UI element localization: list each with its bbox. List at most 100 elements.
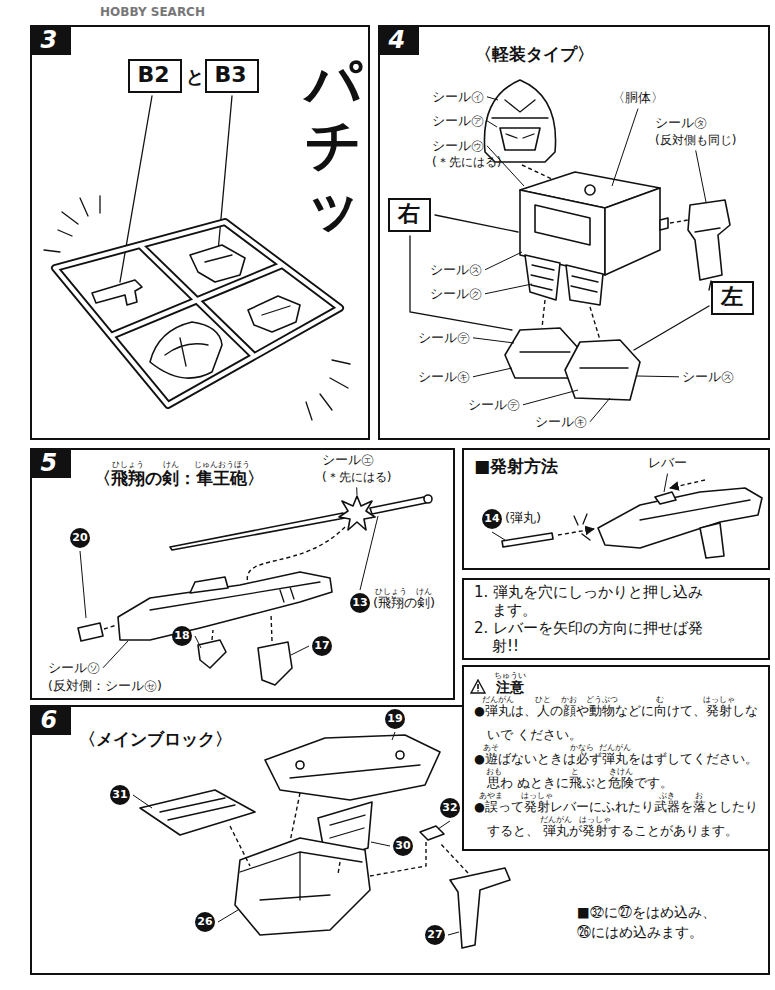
leader-line: [80, 551, 86, 618]
assembly-guide: [338, 862, 340, 874]
leader-line: [487, 97, 498, 100]
head-detail: [492, 100, 548, 118]
sound-effect: パチッ: [305, 52, 361, 237]
peg-part: [420, 826, 444, 840]
leader-line: [392, 732, 395, 740]
arm-peg: [660, 218, 668, 230]
leader-line: [523, 390, 578, 405]
gun-sight: [190, 577, 228, 593]
sticker-label: シール㋓: [322, 452, 374, 468]
step-number: 6: [30, 705, 72, 735]
leader-line: [487, 121, 497, 127]
sticker-label: シール㋜: [682, 369, 734, 385]
direction-arrow: [558, 529, 594, 535]
fin-detail: [330, 815, 365, 838]
snap-burst: [574, 514, 590, 540]
callout-number: 32: [440, 798, 460, 818]
bracket-line: [634, 281, 711, 350]
section-heading: 〈軽装タイプ〉: [475, 44, 594, 65]
box-label: 右: [398, 202, 420, 226]
ruby-text: ひしょう: [375, 588, 407, 596]
ruby-text: じゅんおうほう: [194, 461, 250, 469]
sticker-label: シール㋖: [418, 369, 470, 385]
leader-line: [696, 150, 706, 202]
arm-part: [688, 200, 730, 280]
callout-number: 30: [393, 836, 413, 856]
weapon-illustration: [78, 495, 432, 685]
leader-line: [218, 910, 238, 922]
leader-line: [637, 376, 679, 378]
caution-box: 注意●弾丸は、人の顔や動物などに向けて、発射しないで ください。●遊ばないときは…: [462, 665, 770, 851]
leader-line: [485, 252, 522, 270]
leader-line: [448, 932, 459, 935]
card-part: [140, 790, 255, 835]
gun-grip: [700, 523, 724, 558]
skirt-hatch: [531, 265, 598, 292]
assembly-step-panel: 5〈飛翔の剣：隼王砲〉: [30, 448, 455, 700]
leader-line: [473, 338, 514, 343]
leader-line: [612, 109, 638, 186]
caution-text: ●弾丸は、人の顔や動物などに向けて、発射しないで ください。: [474, 699, 760, 747]
leader-line: [356, 487, 357, 495]
leader-line: [371, 842, 390, 846]
part-name: レバー: [648, 455, 687, 471]
leader-line: [664, 474, 668, 492]
callout-number: 19: [385, 709, 405, 729]
foot-detail: [580, 367, 628, 368]
caution-text: ●誤って発射レバーにふれたり武器を落としたりすると、 弾丸が発射することがありま…: [474, 795, 760, 843]
side-marker-box: 左: [711, 281, 754, 315]
bullet-part: [502, 533, 553, 547]
assembly-guide: [104, 625, 117, 629]
assembly-step-panel: 3B2B3: [30, 25, 370, 440]
callout-number: 27: [425, 925, 445, 945]
sword-grip: [370, 497, 426, 514]
arm-detail: [695, 228, 720, 232]
leader-line: [492, 532, 505, 540]
caution-heading: 注意: [496, 675, 760, 699]
gun-body: [118, 572, 332, 640]
watermark: HOBBY SEARCH: [100, 5, 205, 19]
leader-line: [485, 284, 532, 294]
eye-detail: [506, 134, 534, 138]
callout-number: 31: [110, 785, 130, 805]
plate-detail: [290, 765, 420, 778]
plate-hole: [396, 751, 404, 759]
sticker-label: シール㋒: [432, 138, 484, 154]
sticker-label: シール㋜: [430, 262, 482, 278]
leader-line: [473, 368, 512, 377]
face-part: [500, 128, 540, 150]
callout-number: 26: [195, 912, 215, 932]
plate-part: [265, 735, 440, 800]
runner-illustration: [44, 96, 350, 420]
section-heading: ■発射方法: [474, 456, 558, 477]
warning-symbol: [470, 679, 486, 694]
bracket-line: [410, 236, 512, 330]
kit-part: [248, 296, 300, 332]
sticker-label: シール㋟: [655, 115, 707, 131]
kit-part: [92, 280, 142, 305]
ruby-text: けん: [163, 461, 179, 469]
part-detail: [205, 255, 232, 262]
part-code-box: B2: [128, 59, 182, 93]
sticker-label: シール㋢: [418, 330, 470, 346]
section-heading: 〈飛翔の剣：隼王砲〉: [94, 468, 264, 489]
sticker-label: シール㋖: [535, 414, 587, 430]
sticker-label: シール㋗: [430, 286, 482, 302]
chest-panel: [535, 205, 590, 245]
sticker-note: (＊先にはる): [432, 155, 501, 169]
callout-number: 20: [70, 528, 90, 548]
runner-frame-inner: [55, 222, 340, 405]
warning-triangle: [471, 680, 485, 693]
part-detail: [262, 306, 290, 315]
gun-detail: [150, 582, 320, 610]
ruby-text: けん: [416, 588, 432, 596]
base-part: [235, 838, 370, 935]
callout-number: 14: [482, 509, 502, 529]
sticker-label: シール㋢: [468, 397, 520, 413]
launch-illustration: [502, 480, 762, 558]
leader-line: [195, 636, 201, 648]
grip-part: [198, 640, 226, 668]
sticker-note: (反対側：シール㋝): [48, 678, 162, 693]
part-detail: [165, 338, 208, 366]
